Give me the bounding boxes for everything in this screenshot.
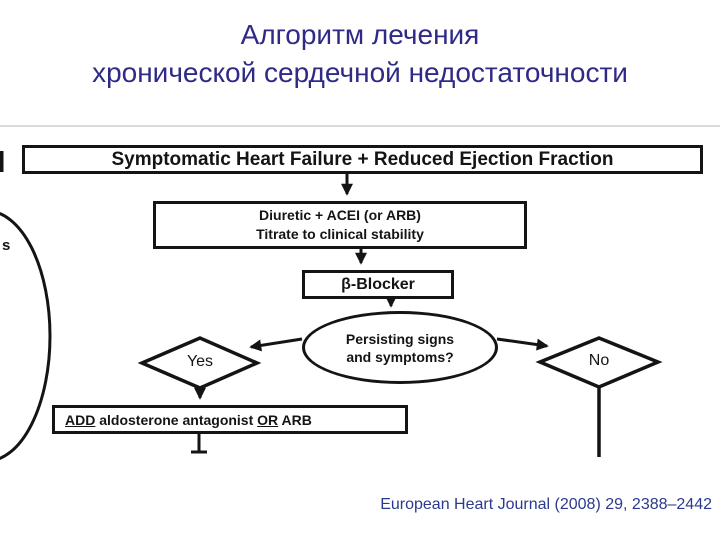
node-add-word-or: OR <box>257 411 279 428</box>
node-persisting-line1: Persisting signs <box>345 330 455 347</box>
node-add-word-arb: ARB <box>278 411 312 428</box>
node-persisting-line2: and symptoms? <box>346 348 454 365</box>
node-diuretic-line1: Diuretic + ACEI (or ARB) <box>259 207 421 223</box>
slide-title-line2: хронической сердечной недостаточности <box>92 57 628 88</box>
node-diuretic-line2: Titrate to clinical stability <box>256 226 424 242</box>
clipped-left-ellipse <box>0 212 52 460</box>
no-diamond-label: No <box>588 352 610 369</box>
node-add-aldosterone: ADD aldosterone antagonist OR ARB <box>52 405 408 434</box>
node-symptomatic-heart-failure: Symptomatic Heart Failure + Reduced Ejec… <box>22 145 703 174</box>
no-diamond-shape <box>535 336 663 389</box>
node-beta-blocker-label: β-Blocker <box>341 275 415 293</box>
node-add-word-mid: aldosterone antagonist <box>95 411 258 428</box>
citation-reference: European Heart Journal (2008) 29, 2388–2… <box>380 496 712 513</box>
node-persisting-signs: Persisting signs and symptoms? <box>302 311 498 384</box>
node-beta-blocker: β-Blocker <box>302 270 454 299</box>
yes-diamond-shape <box>137 336 262 390</box>
yes-diamond-label: Yes <box>186 353 214 370</box>
clipped-ellipse-text-fragment: s <box>2 237 11 254</box>
node-symptomatic-label: Symptomatic Heart Failure + Reduced Ejec… <box>111 148 614 170</box>
clipped-left-node-fragment <box>0 151 4 172</box>
node-add-word-add: ADD <box>65 411 96 428</box>
slide-title-line1: Алгоритм лечения <box>240 19 480 50</box>
title-divider-line <box>0 125 720 127</box>
slide-title: Алгоритм лечения хронической сердечной н… <box>0 16 720 92</box>
node-diuretic-acei: Diuretic + ACEI (or ARB) Titrate to clin… <box>153 201 527 249</box>
arrow-persisting-to-yes <box>249 337 303 352</box>
arrow-persisting-to-no <box>496 337 549 351</box>
